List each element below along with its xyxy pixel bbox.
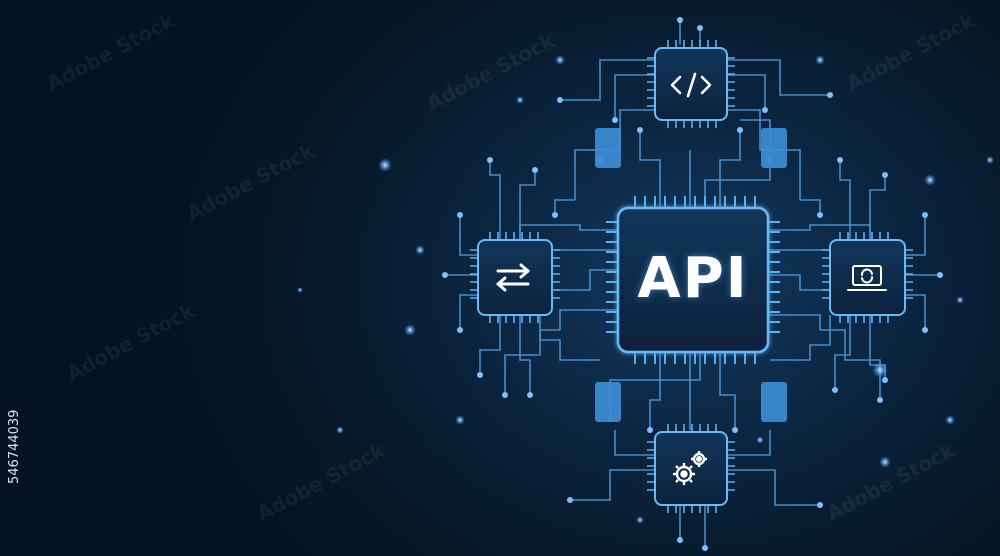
accent-squares (595, 128, 787, 422)
gears-chip (647, 424, 735, 513)
code-icon (670, 72, 712, 98)
stock-id-text: 546744039 (7, 314, 25, 484)
stock-id-value: 546744039 (7, 409, 22, 484)
api-chip (606, 196, 780, 364)
trace-end-dots (442, 17, 943, 551)
sparkle-dots (297, 55, 994, 524)
api-label: API (637, 246, 749, 311)
code-chip (647, 40, 735, 128)
gears-icon (673, 451, 707, 485)
transfer-arrows-icon (496, 263, 530, 292)
laptop-chip (822, 232, 913, 323)
circuit-traces (445, 20, 940, 548)
transfer-chip (470, 232, 560, 323)
laptop-sync-icon (847, 265, 887, 291)
